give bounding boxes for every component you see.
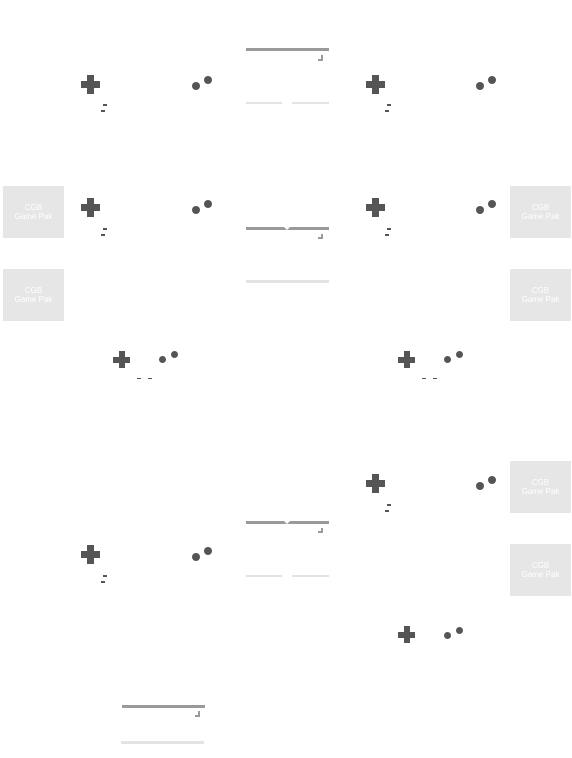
start-button-icon	[101, 234, 105, 236]
game-pak-sublabel: Game Pak	[14, 295, 53, 304]
select-button-icon	[387, 228, 391, 230]
game-pak-label: CGB	[531, 478, 550, 487]
dpad-icon	[81, 545, 100, 564]
a-button-icon	[456, 351, 463, 358]
select-button-icon	[422, 378, 426, 379]
a-button-icon	[204, 76, 212, 84]
a-button-icon	[488, 76, 496, 84]
select-button-icon	[387, 504, 391, 506]
game-pak-sublabel: Game Pak	[521, 487, 560, 496]
link-cable	[246, 226, 329, 283]
dpad-icon	[81, 198, 100, 217]
dpad-icon	[113, 351, 130, 368]
game-pak-sublabel: Game Pak	[521, 570, 560, 579]
start-button-icon	[433, 378, 437, 379]
b-button-icon	[444, 356, 451, 363]
b-button-icon	[476, 82, 484, 90]
dpad-icon	[81, 75, 100, 94]
b-button-icon	[159, 356, 166, 363]
game-pak-label: CGB	[24, 203, 43, 212]
link-cable	[121, 705, 205, 744]
select-button-icon	[103, 228, 107, 230]
start-button-icon	[385, 510, 389, 512]
start-button-icon	[148, 378, 152, 379]
start-button-icon	[101, 581, 105, 583]
b-button-icon	[192, 82, 200, 90]
game-pak-label: CGB	[531, 203, 550, 212]
game-pak-label: CGB	[531, 286, 550, 295]
a-button-icon	[488, 476, 496, 484]
start-button-icon	[385, 110, 389, 112]
b-button-icon	[192, 206, 200, 214]
select-button-icon	[103, 104, 107, 106]
link-cable	[246, 48, 329, 104]
select-button-icon	[387, 104, 391, 106]
b-button-icon	[476, 206, 484, 214]
game-pak-sublabel: Game Pak	[521, 212, 560, 221]
dpad-icon	[366, 474, 385, 493]
b-button-icon	[476, 482, 484, 490]
b-button-icon	[444, 632, 451, 639]
start-button-icon	[101, 110, 105, 112]
a-button-icon	[456, 627, 463, 634]
game-pak-label: CGB	[24, 286, 43, 295]
game-pak-sublabel: Game Pak	[14, 212, 53, 221]
a-button-icon	[204, 200, 212, 208]
select-button-icon	[103, 575, 107, 577]
start-button-icon	[385, 234, 389, 236]
dpad-icon	[398, 351, 415, 368]
a-button-icon	[488, 200, 496, 208]
dpad-icon	[366, 198, 385, 217]
link-cable	[246, 520, 329, 577]
a-button-icon	[171, 351, 178, 358]
select-button-icon	[137, 378, 141, 379]
game-pak-label: CGB	[531, 561, 550, 570]
dpad-icon	[366, 75, 385, 94]
game-pak-sublabel: Game Pak	[521, 295, 560, 304]
a-button-icon	[204, 547, 212, 555]
dpad-icon	[398, 626, 415, 643]
b-button-icon	[192, 553, 200, 561]
